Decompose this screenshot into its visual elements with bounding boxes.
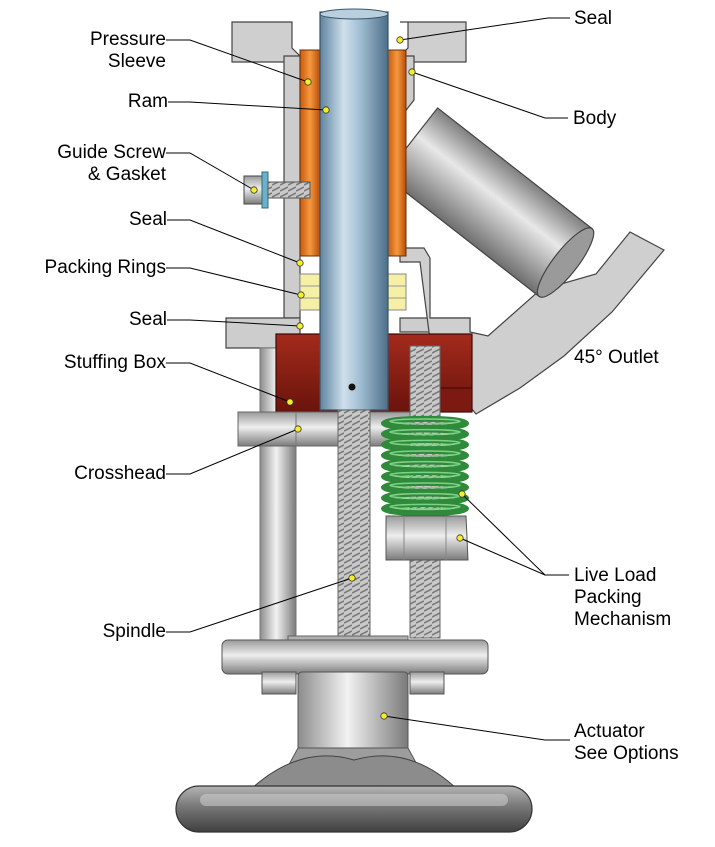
label-actuator: Actuator See Options <box>574 721 679 764</box>
leader-stuffing-box <box>166 362 291 403</box>
label-ram: Ram <box>127 91 168 112</box>
spring-coil-highlight <box>389 428 461 436</box>
label-crosshead: Crosshead <box>74 463 166 484</box>
spring-coil-highlight <box>389 418 461 425</box>
actuator-assembly <box>221 635 489 771</box>
leader-crosshead <box>166 428 299 475</box>
leader-seal-mid <box>167 219 301 264</box>
label-seal-low: Seal <box>128 309 167 330</box>
spindle <box>337 409 371 639</box>
leader-guide-screw <box>166 152 255 191</box>
label-stuffing-box: Stuffing Box <box>63 352 166 373</box>
spring-coil-highlight <box>389 439 461 446</box>
leader-seal-low <box>167 319 301 327</box>
label-outlet: 45° Outlet <box>574 347 659 368</box>
pressure-sleeve <box>299 49 407 257</box>
spring-coil-highlight <box>389 460 461 468</box>
label-spindle: Spindle <box>102 621 166 642</box>
outlet-pipe <box>383 107 595 298</box>
crosshead <box>237 411 411 447</box>
label-packing-rings: Packing Rings <box>44 257 166 278</box>
label-live-load: Live Load Packing Mechanism <box>574 565 672 630</box>
leader-live-load-2 <box>459 537 569 576</box>
leader-live-load-1 <box>461 493 569 576</box>
label-seal-top: Seal <box>574 8 613 29</box>
ram <box>319 8 389 411</box>
leader-packing-rings <box>166 267 302 296</box>
leader-body <box>411 71 568 119</box>
live-load-mechanism <box>381 345 469 639</box>
hex-nut <box>385 515 469 561</box>
leader-seal-top <box>399 17 570 41</box>
spring-coil-highlight <box>389 503 461 510</box>
leader-spindle <box>166 577 353 633</box>
leader-markers <box>250 36 466 720</box>
spring <box>381 415 469 517</box>
label-body: Body <box>573 108 617 129</box>
leader-actuator <box>383 715 570 741</box>
spring-coil-highlight <box>389 471 461 478</box>
leader-ram <box>168 101 327 111</box>
leader-pressure-sleeve <box>166 39 309 83</box>
label-pressure-sleeve: Pressure Sleeve <box>89 29 166 72</box>
label-guide-screw: Guide Screw & Gasket <box>57 142 166 185</box>
leader-lines <box>166 17 570 741</box>
spring-coil-highlight <box>389 450 461 457</box>
handwheel <box>175 755 533 833</box>
spring-coil-highlight <box>389 482 461 489</box>
label-seal-mid: Seal <box>128 209 167 230</box>
